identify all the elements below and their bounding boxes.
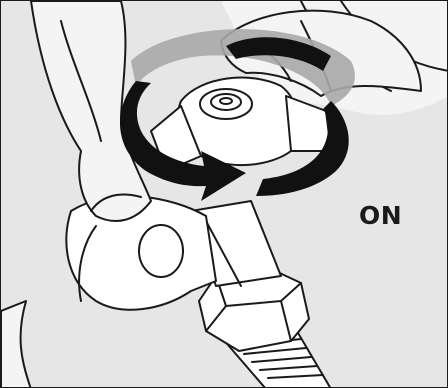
- glove-cuff: [1, 300, 32, 387]
- left-finger-line: [60, 20, 102, 142]
- valve-neck-edge: [205, 220, 242, 287]
- hose-ridge-4: [259, 365, 318, 371]
- valve-body-ring: [78, 225, 97, 302]
- valve-port: [138, 224, 184, 278]
- rotation-arrow-right: [256, 101, 349, 196]
- on-label: ON: [359, 201, 403, 230]
- left-finger-line-2: [90, 193, 142, 212]
- hose-ridge-3: [251, 356, 312, 363]
- rotation-arrow-top: [226, 37, 331, 71]
- hose-ridge-5: [267, 374, 324, 379]
- hex-nut-face-3: [280, 300, 292, 342]
- knob-cap-center: [219, 97, 233, 105]
- rotation-arrow: [119, 81, 246, 201]
- hose-ridge-2: [243, 347, 307, 355]
